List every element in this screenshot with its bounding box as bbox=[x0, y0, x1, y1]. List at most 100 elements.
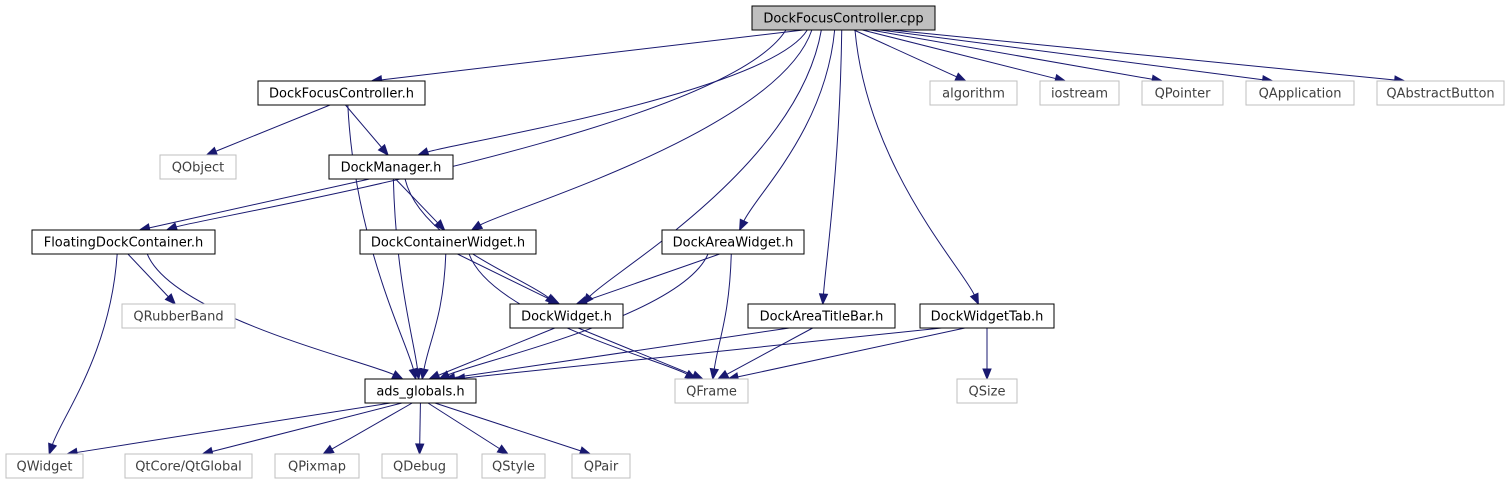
node-label-floating: FloatingDockContainer.h bbox=[44, 236, 204, 251]
arrowhead-dockareatitle-to-qframe bbox=[716, 369, 730, 380]
node-label-dfc_h: DockFocusController.h bbox=[269, 87, 414, 102]
edge-dockmanager-to-dockcontainer bbox=[395, 178, 439, 224]
edge-dockwidget-to-adsglobals bbox=[438, 327, 556, 376]
node-qpixmap: QPixmap bbox=[274, 453, 360, 479]
node-box-qabstractbutton bbox=[1376, 80, 1505, 106]
node-dockwidget[interactable]: DockWidget.h bbox=[509, 303, 624, 329]
nodes-layer: DockFocusController.cppDockFocusControll… bbox=[5, 5, 1505, 479]
arrowhead-dockarea-to-qframe bbox=[709, 367, 720, 381]
edge-root-to-dockmanager bbox=[427, 29, 808, 153]
node-label-qpointer: QPointer bbox=[1155, 87, 1212, 102]
edge-dockareatitle-to-adsglobals bbox=[454, 327, 790, 379]
edge-root-to-qapplication bbox=[879, 29, 1263, 81]
node-label-algorithm: algorithm bbox=[942, 87, 1005, 102]
edge-root-to-iostream bbox=[862, 29, 1056, 80]
edge-root-to-qabstractbutton bbox=[891, 29, 1395, 81]
node-box-qpair bbox=[571, 453, 631, 479]
node-label-qsize: QSize bbox=[969, 385, 1006, 400]
edge-dockcontainer-to-dockwidget bbox=[457, 253, 551, 301]
node-label-qpair: QPair bbox=[584, 460, 619, 475]
node-qpair: QPair bbox=[571, 453, 631, 479]
arrowhead-root-to-dockareatitle bbox=[818, 293, 829, 306]
arrowhead-dockmanager-to-dockcontainer bbox=[433, 219, 446, 231]
edge-dfc_h-to-dockmanager bbox=[345, 104, 382, 148]
edge-adsglobals-to-qtglobal bbox=[211, 402, 403, 453]
edge-dockcontainer-to-qframe bbox=[468, 253, 688, 375]
node-qdebug: QDebug bbox=[381, 453, 458, 479]
node-label-qstyle: QStyle bbox=[492, 460, 535, 475]
node-box-qwidget bbox=[5, 453, 84, 479]
node-root[interactable]: DockFocusController.cpp bbox=[751, 5, 936, 31]
node-label-root: DockFocusController.cpp bbox=[763, 12, 923, 27]
arrowhead-root-to-algorithm bbox=[954, 72, 967, 82]
edge-root-to-dockcontainer bbox=[480, 29, 813, 226]
edge-root-to-dockwidget bbox=[589, 29, 822, 297]
arrowhead-dfc_h-to-qobject bbox=[205, 146, 219, 156]
node-qabstractbutton: QAbstractButton bbox=[1376, 80, 1505, 106]
node-box-qtglobal bbox=[124, 453, 253, 479]
node-dockarea[interactable]: DockAreaWidget.h bbox=[661, 229, 805, 255]
edge-dockarea-to-qframe bbox=[713, 253, 732, 370]
node-box-dfc_h bbox=[257, 80, 426, 106]
node-dockareatitle[interactable]: DockAreaTitleBar.h bbox=[747, 303, 896, 329]
edge-root-to-floating bbox=[176, 29, 787, 228]
edge-dockwidgettab-to-adsglobals bbox=[464, 327, 942, 379]
node-box-dockwidget bbox=[509, 303, 624, 329]
node-box-qframe bbox=[674, 378, 749, 404]
edge-dockmanager-to-adsglobals bbox=[392, 178, 418, 370]
arrowhead-adsglobals-to-qstyle bbox=[496, 444, 510, 455]
edge-dockcontainer-to-adsglobals bbox=[423, 253, 447, 370]
node-label-qtglobal: QtCore/QtGlobal bbox=[135, 460, 242, 475]
node-label-dockarea: DockAreaWidget.h bbox=[673, 236, 794, 251]
arrowhead-root-to-dockcontainer bbox=[470, 220, 484, 231]
arrowhead-dockwidgettab-to-qsize bbox=[982, 368, 992, 381]
edge-dockarea-to-dockwidget bbox=[585, 253, 720, 302]
node-algorithm: algorithm bbox=[929, 80, 1018, 106]
node-adsglobals[interactable]: ads_globals.h bbox=[364, 378, 477, 404]
edge-adsglobals-to-qdebug bbox=[419, 402, 421, 445]
node-qpointer: QPointer bbox=[1141, 80, 1224, 106]
arrowhead-adsglobals-to-qpixmap bbox=[322, 444, 335, 455]
edge-dockareatitle-to-qframe bbox=[726, 327, 813, 375]
node-box-dockarea bbox=[661, 229, 805, 255]
node-qstyle: QStyle bbox=[481, 453, 546, 479]
node-box-dockmanager bbox=[328, 154, 454, 180]
node-dockcontainer[interactable]: DockContainerWidget.h bbox=[359, 229, 537, 255]
node-qsize: QSize bbox=[956, 378, 1018, 404]
arrowhead-root-to-dockarea bbox=[739, 218, 749, 232]
edge-adsglobals-to-qstyle bbox=[427, 402, 500, 450]
arrowhead-root-to-dockwidgettab bbox=[969, 292, 979, 306]
node-box-qdebug bbox=[381, 453, 458, 479]
arrowhead-dockwidget-to-qframe bbox=[691, 370, 705, 380]
node-label-dockwidget: DockWidget.h bbox=[521, 310, 612, 325]
node-box-qstyle bbox=[481, 453, 546, 479]
node-label-qdebug: QDebug bbox=[393, 460, 446, 475]
node-box-dockwidgettab bbox=[919, 303, 1055, 329]
node-label-qapplication: QApplication bbox=[1259, 87, 1342, 102]
node-label-qframe: QFrame bbox=[686, 385, 737, 400]
edge-dockwidgettab-to-qframe bbox=[737, 327, 966, 378]
node-box-root bbox=[751, 5, 936, 31]
node-box-qrubberband bbox=[121, 303, 236, 329]
node-label-qobject: QObject bbox=[172, 161, 225, 176]
arrowhead-adsglobals-to-qdebug bbox=[414, 443, 425, 456]
edge-root-to-qpointer bbox=[870, 29, 1153, 80]
node-qapplication: QApplication bbox=[1245, 80, 1355, 106]
node-dfc_h[interactable]: DockFocusController.h bbox=[257, 80, 426, 106]
edge-root-to-dockwidgettab bbox=[854, 29, 975, 296]
node-box-algorithm bbox=[929, 80, 1018, 106]
node-floating[interactable]: FloatingDockContainer.h bbox=[31, 229, 216, 255]
node-qobject: QObject bbox=[159, 154, 237, 180]
arrowhead-dockcontainer-to-adsglobals bbox=[419, 367, 429, 381]
node-label-adsglobals: ads_globals.h bbox=[376, 385, 464, 400]
node-box-floating bbox=[31, 229, 216, 255]
edge-adsglobals-to-qwidget bbox=[76, 402, 391, 453]
node-label-qpixmap: QPixmap bbox=[288, 460, 346, 475]
edge-root-to-algorithm bbox=[853, 29, 957, 78]
node-dockwidgettab[interactable]: DockWidgetTab.h bbox=[919, 303, 1055, 329]
node-box-dockareatitle bbox=[747, 303, 896, 329]
edge-dfc_h-to-qobject bbox=[215, 104, 331, 152]
node-label-qwidget: QWidget bbox=[16, 460, 72, 475]
node-dockmanager[interactable]: DockManager.h bbox=[328, 154, 454, 180]
